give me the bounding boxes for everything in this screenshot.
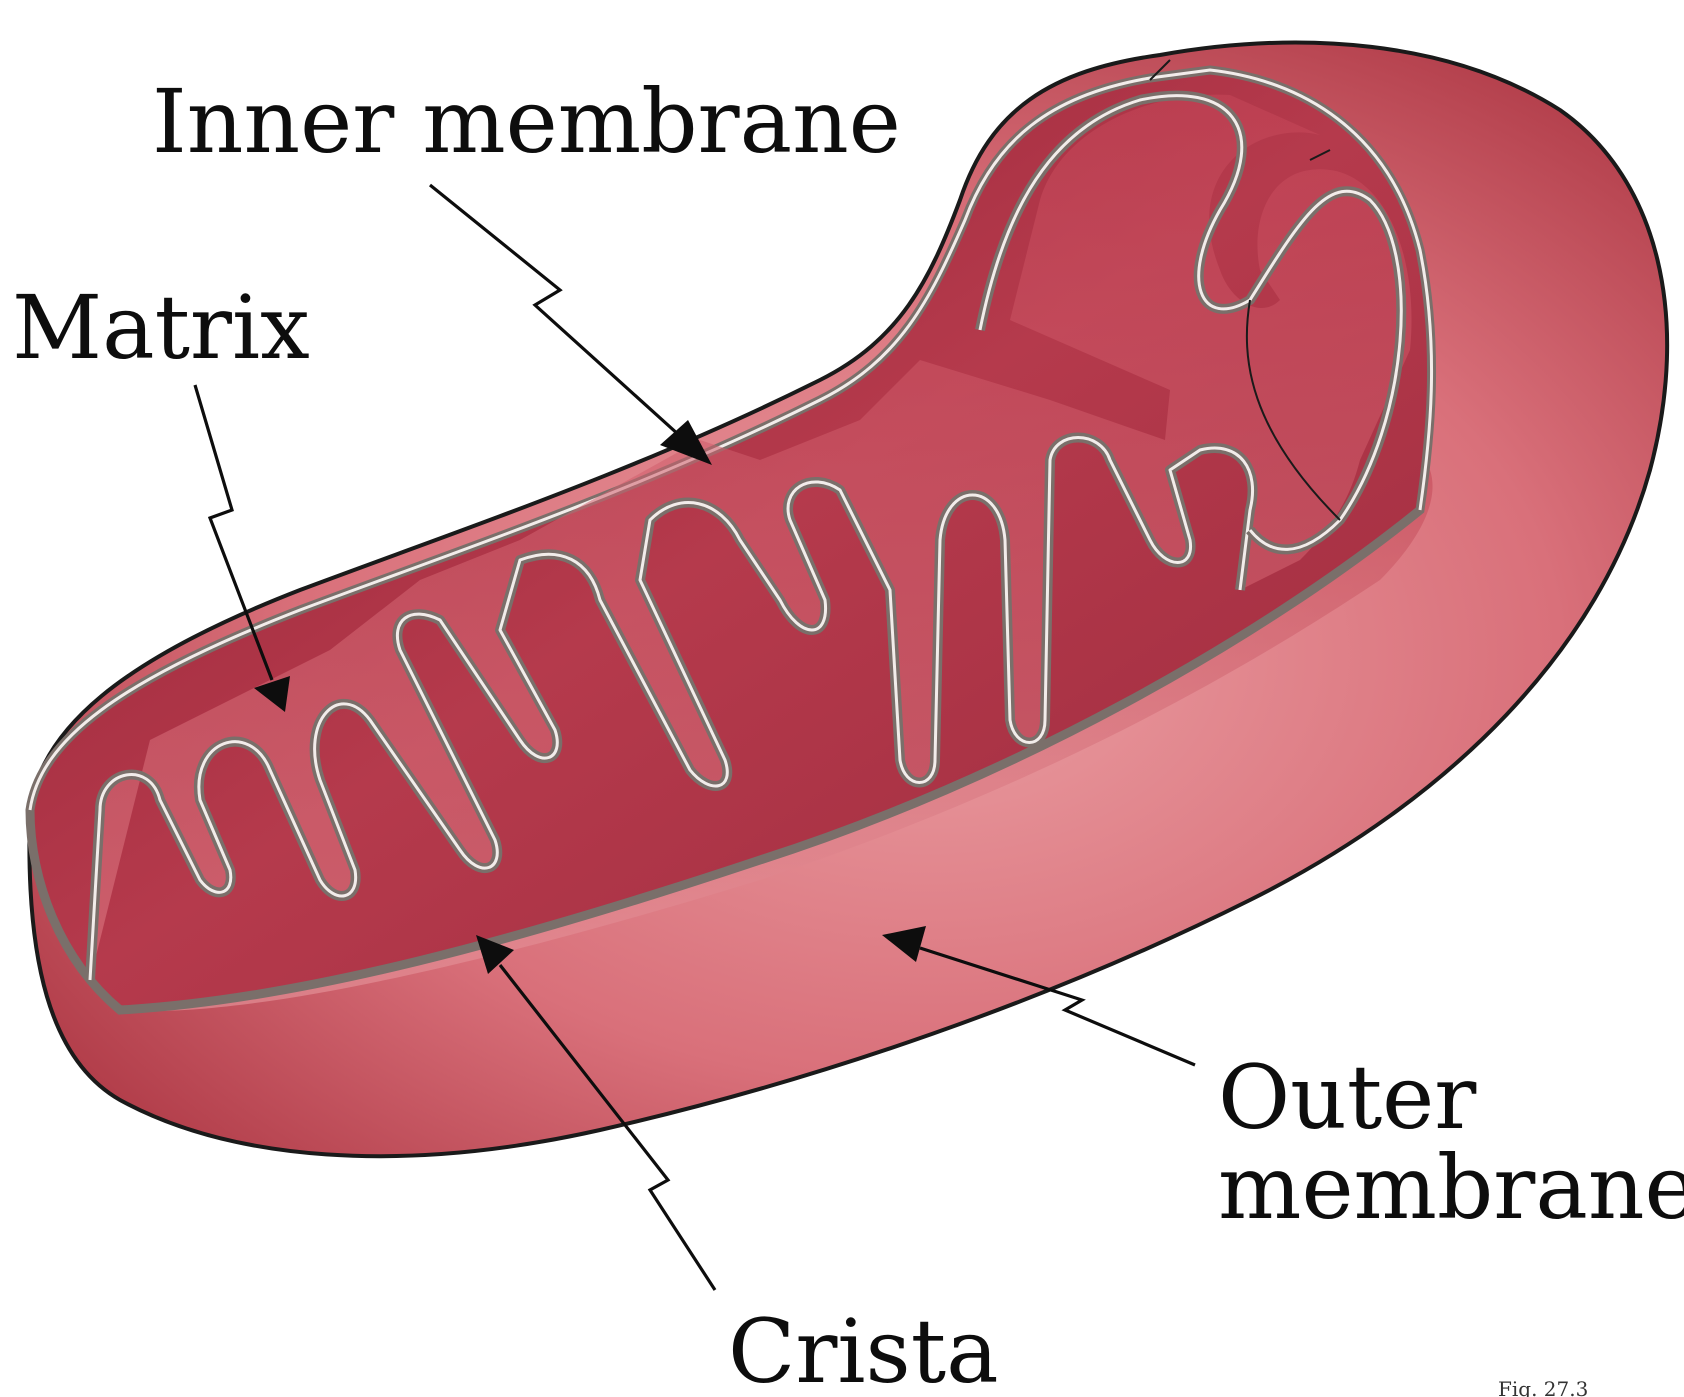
- label-outer-membrane-line2: membrane: [1218, 1136, 1684, 1239]
- label-crista: Crista: [728, 1300, 999, 1397]
- label-matrix: Matrix: [12, 276, 310, 379]
- label-outer-membrane-line1: Outer: [1218, 1046, 1477, 1149]
- figure-number: Fig. 27.3: [1498, 1377, 1588, 1397]
- mitochondrion-body: [29, 43, 1667, 1157]
- inner-membrane-leader: [430, 185, 690, 445]
- label-inner-membrane: Inner membrane: [152, 70, 901, 173]
